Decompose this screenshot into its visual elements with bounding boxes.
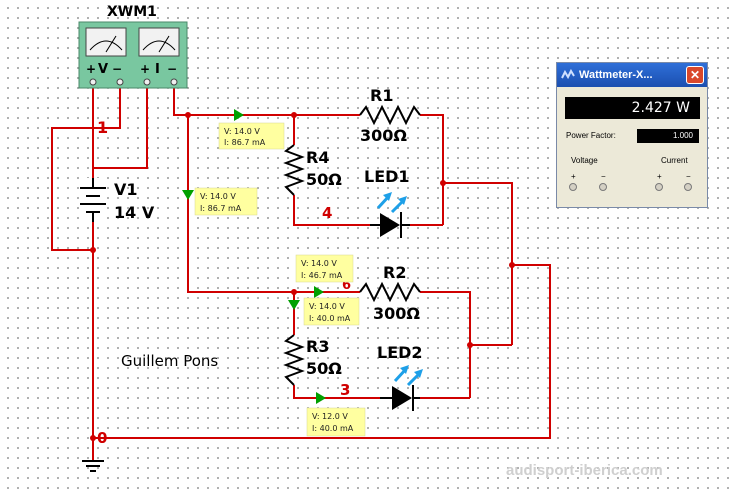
svg-text:V: 12.0 V: V: 12.0 V (312, 412, 348, 421)
svg-text:V: 14.0 V: V: 14.0 V (200, 192, 236, 201)
voltage-minus-terminal[interactable] (599, 183, 607, 191)
svg-text:V: 14.0 V: V: 14.0 V (224, 127, 260, 136)
wattmeter-window[interactable]: Wattmeter-X... ✕ 2.427 W Power Factor: 1… (556, 62, 708, 208)
battery-v1[interactable]: V1 14 V (80, 178, 155, 222)
voltage-plus-sign: + (571, 172, 576, 181)
wires (51, 86, 551, 460)
meter-i-minus: − (167, 62, 177, 76)
current-minus-sign: − (686, 172, 691, 181)
net-label-3: 3 (340, 381, 350, 399)
resistor-r3[interactable]: R3 50Ω (283, 334, 342, 386)
net-label-0: 0 (97, 429, 107, 447)
probe-3: V: 14.0 V I: 46.7 mA (295, 254, 354, 283)
svg-text:I: 46.7 mA: I: 46.7 mA (301, 271, 343, 280)
r2-name: R2 (383, 263, 406, 282)
voltage-minus-sign: − (601, 172, 606, 181)
r4-name: R4 (306, 148, 329, 167)
r1-name: R1 (370, 86, 393, 105)
net-label-4: 4 (322, 204, 332, 222)
power-factor-label: Power Factor: (566, 131, 616, 140)
svg-text:I: 40.0 mA: I: 40.0 mA (309, 314, 351, 323)
svg-text:V: 14.0 V: V: 14.0 V (309, 302, 345, 311)
probe-2: V: 14.0 V I: 86.7 mA (194, 187, 258, 216)
svg-text:V: 14.0 V: V: 14.0 V (301, 259, 337, 268)
current-minus-terminal[interactable] (684, 183, 692, 191)
led1-light-arrows-icon (376, 192, 407, 214)
led1-name: LED1 (364, 167, 410, 186)
led-1[interactable]: LED1 (364, 167, 410, 238)
r4-value: 50Ω (306, 170, 342, 189)
led2-name: LED2 (377, 343, 423, 362)
resistor-r1[interactable]: R1 300Ω (359, 86, 421, 145)
current-plus-terminal[interactable] (655, 183, 663, 191)
junction-dots (90, 112, 515, 441)
wattmeter-titlebar[interactable]: Wattmeter-X... ✕ (557, 63, 707, 87)
led-2[interactable]: LED2 (377, 343, 423, 411)
power-reading-display: 2.427 W (565, 97, 700, 119)
ground-icon (82, 460, 104, 472)
probe-5: V: 12.0 V I: 40.0 mA (306, 407, 366, 437)
r1-value: 300Ω (360, 126, 407, 145)
current-plus-sign: + (657, 172, 662, 181)
meter-i-label: I (155, 62, 160, 77)
r3-value: 50Ω (306, 359, 342, 378)
multisim-app-icon (561, 68, 575, 80)
meter-name: XWM1 (107, 4, 157, 20)
probe-1: V: 14.0 V I: 86.7 mA (218, 122, 285, 150)
led2-light-arrows-icon (393, 365, 423, 387)
power-factor-value: 1.000 (637, 129, 699, 143)
net-labels: 1 4 3 0 6 (97, 118, 351, 447)
probe-4: V: 14.0 V I: 40.0 mA (303, 297, 360, 326)
svg-text:I: 86.7 mA: I: 86.7 mA (224, 138, 266, 147)
net-label-1: 1 (97, 118, 108, 137)
net-label-partial: 6 (342, 278, 351, 293)
meter-v-minus: − (112, 62, 122, 76)
voltage-section-label: Voltage (571, 156, 598, 165)
meter-v-label: V (98, 62, 108, 77)
voltage-plus-terminal[interactable] (569, 183, 577, 191)
probe-arrows (182, 109, 326, 404)
close-button[interactable]: ✕ (686, 66, 704, 84)
v1-value: 14 V (114, 203, 155, 222)
meter-i-plus: + (140, 62, 150, 76)
r2-value: 300Ω (373, 304, 420, 323)
v1-name: V1 (114, 180, 138, 199)
r3-name: R3 (306, 337, 329, 356)
author-label: Guillem Pons (121, 352, 218, 370)
meter-v-plus: + (86, 62, 96, 76)
resistor-r2[interactable]: R2 300Ω (359, 263, 421, 323)
resistor-r4[interactable]: R4 50Ω (283, 144, 342, 196)
svg-text:I: 86.7 mA: I: 86.7 mA (200, 204, 242, 213)
wattmeter-title: Wattmeter-X... (579, 69, 653, 81)
wattmeter-symbol[interactable]: XWM1 + V − + I − (78, 4, 188, 89)
svg-text:I: 40.0 mA: I: 40.0 mA (312, 424, 354, 433)
current-section-label: Current (661, 156, 688, 165)
watermark-text: audisport-iberica.com (506, 462, 663, 479)
meter-terminals (89, 78, 178, 86)
